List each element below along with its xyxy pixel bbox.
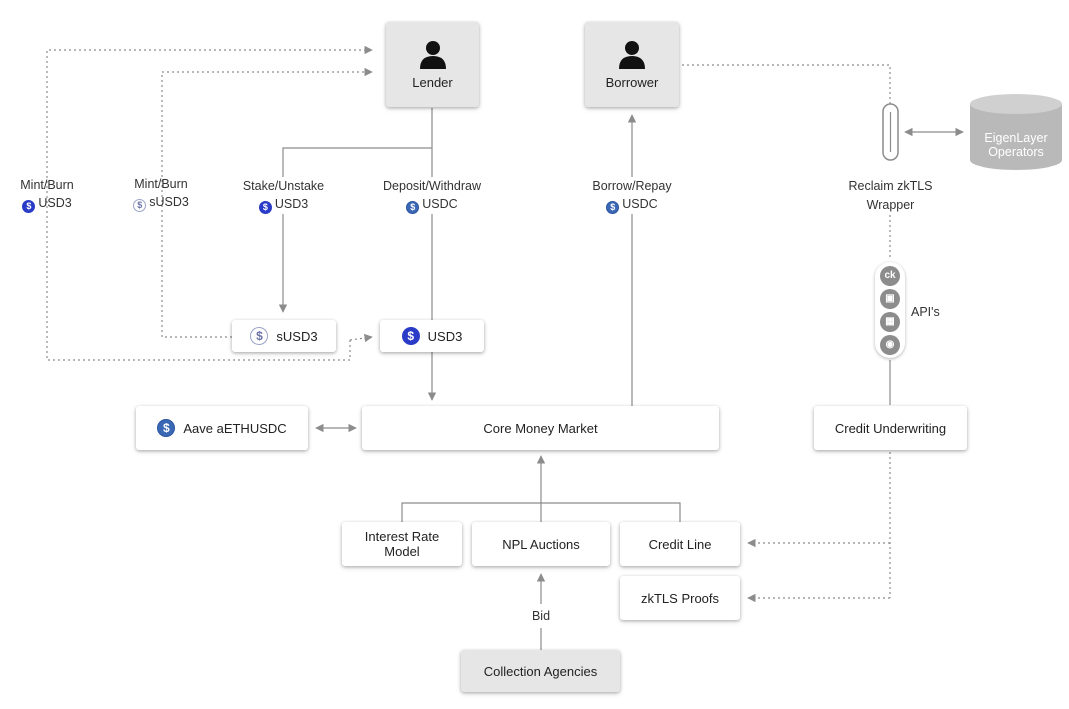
bid-label: Bid [531,609,551,623]
deposit-withdraw-label: Deposit/Withdraw $USDC [373,177,491,214]
wire-borrower-reclaim [682,64,891,104]
lender-label: Lender [412,75,453,90]
wire-mint-burn-usd3 [46,45,373,361]
core-money-market-node[interactable]: Core Money Market [362,406,719,450]
lender-node[interactable]: Lender [386,22,479,107]
person-icon [619,41,645,69]
susd3-coin-icon: $ [250,327,269,345]
borrower-label: Borrower [605,75,659,90]
apis-label: API's [911,305,940,319]
usdc-coin-icon: $ [406,201,420,214]
borrower-node[interactable]: Borrower [585,22,679,107]
grid-api-icon: ▦ [880,312,900,332]
square-api-icon: ▣ [880,289,900,309]
usdc-coin-icon: $ [606,201,620,214]
collection-agencies-node[interactable]: Collection Agencies [461,650,620,692]
susd3-node[interactable]: $ sUSD3 [232,320,336,352]
reclaim-wrapper-label: Reclaim zkTLS Wrapper [848,179,933,212]
interest-rate-model-node[interactable]: Interest Rate Model [342,522,462,566]
credit-underwriting-node[interactable]: Credit Underwriting [814,406,967,450]
borrow-repay-label: Borrow/Repay $USDC [584,177,680,214]
mint-burn-usd3-label: Mint/Burn $USD3 [20,178,74,213]
eigenlayer-cylinder [970,94,1062,170]
npl-auctions-node[interactable]: NPL Auctions [472,522,610,566]
usd3-node[interactable]: $ USD3 [380,320,484,352]
api-icons-pill: ck ▣ ▦ ◉ [875,262,905,358]
usd3-coin-icon: $ [401,327,420,345]
usdc-coin-icon: $ [157,419,176,437]
eigenlayer-label: EigenLayer Operators [984,131,1048,159]
wire-lender-stake [278,147,432,313]
credit-line-node[interactable]: Credit Line [620,522,740,566]
usd3-coin-icon: $ [22,200,36,213]
person-icon [419,41,446,69]
aave-node[interactable]: $ Aave aETHUSDC [136,406,308,450]
wire-mint-burn-susd3 [161,67,373,338]
wire-usd3-loop-arrow [349,333,373,343]
stake-unstake-label: Stake/Unstake $USD3 [236,177,331,214]
ck-api-icon: ck [880,266,900,286]
mint-burn-susd3-label: Mint/Burn $sUSD3 [133,177,189,212]
usd3-coin-icon: $ [258,201,272,214]
susd3-coin-icon: $ [133,199,147,212]
zktls-proofs-node[interactable]: zkTLS Proofs [620,576,740,620]
circle-api-icon: ◉ [880,335,900,355]
